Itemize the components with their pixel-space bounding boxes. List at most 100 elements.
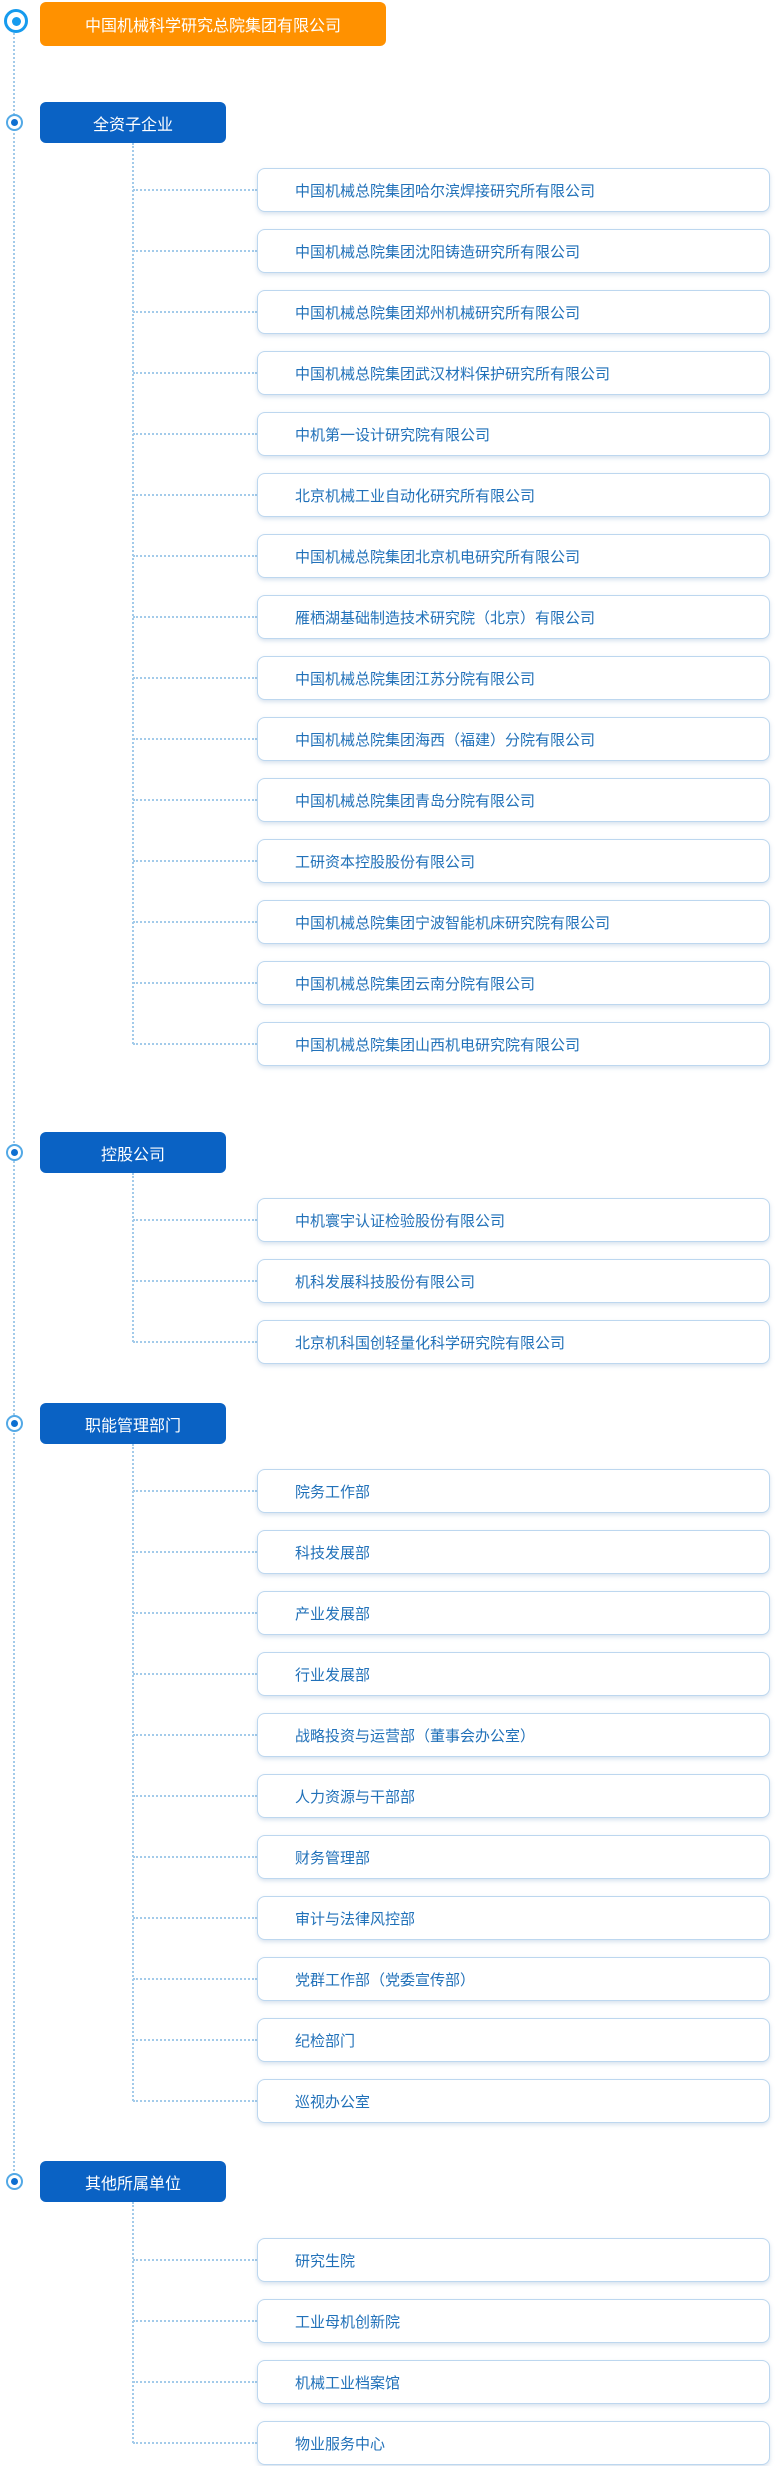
org-item[interactable]: 工研资本控股股份有限公司 [257,839,770,883]
section-items: 中国机械总院集团哈尔滨焊接研究所有限公司 中国机械总院集团沈阳铸造研究所有限公司… [133,168,770,1083]
item-row: 中国机械总院集团郑州机械研究所有限公司 [133,290,770,334]
item-row: 产业发展部 [133,1591,770,1635]
org-item[interactable]: 雁栖湖基础制造技术研究院（北京）有限公司 [257,595,770,639]
connector-line [133,433,257,435]
item-row: 研究生院 [133,2238,770,2282]
radio-node-icon[interactable] [6,114,23,131]
section-items: 中机寰宇认证检验股份有限公司 机科发展科技股份有限公司 北京机科国创轻量化科学研… [133,1198,770,1381]
connector-line [133,1673,257,1675]
radio-dot-icon [11,1149,18,1156]
connector-line [133,2259,257,2261]
connector-line [133,2100,257,2102]
org-item[interactable]: 中国机械总院集团郑州机械研究所有限公司 [257,290,770,334]
org-item[interactable]: 巡视办公室 [257,2079,770,2123]
section-header-holding[interactable]: 控股公司 [40,1132,226,1173]
org-item[interactable]: 中国机械总院集团青岛分院有限公司 [257,778,770,822]
item-row: 党群工作部（党委宣传部） [133,1957,770,2001]
org-item[interactable]: 物业服务中心 [257,2421,770,2465]
connector-line [133,1043,257,1045]
connector-line [133,372,257,374]
org-item[interactable]: 中国机械总院集团海西（福建）分院有限公司 [257,717,770,761]
radio-node-icon[interactable] [6,1415,23,1432]
section-items: 院务工作部 科技发展部 产业发展部 行业发展部 战略投资与运营部（董事会办公室）… [133,1469,770,2140]
org-item[interactable]: 党群工作部（党委宣传部） [257,1957,770,2001]
connector-line [133,799,257,801]
item-row: 院务工作部 [133,1469,770,1513]
org-item[interactable]: 北京机科国创轻量化科学研究院有限公司 [257,1320,770,1364]
org-item[interactable]: 中国机械总院集团武汉材料保护研究所有限公司 [257,351,770,395]
branch-line [132,1444,134,2101]
org-item[interactable]: 院务工作部 [257,1469,770,1513]
connector-line [133,1978,257,1980]
connector-line [133,250,257,252]
connector-line [133,555,257,557]
org-item[interactable]: 产业发展部 [257,1591,770,1635]
item-row: 人力资源与干部部 [133,1774,770,1818]
org-item[interactable]: 中国机械总院集团山西机电研究院有限公司 [257,1022,770,1066]
connector-line [133,1551,257,1553]
section-header-departments[interactable]: 职能管理部门 [40,1403,226,1444]
connector-line [133,1219,257,1221]
section-header-wholly-owned[interactable]: 全资子企业 [40,102,226,143]
branch-line [132,1173,134,1342]
radio-node-icon[interactable] [6,2173,23,2190]
connector-line [133,311,257,313]
item-row: 纪检部门 [133,2018,770,2062]
org-item[interactable]: 审计与法律风控部 [257,1896,770,1940]
connector-line [133,860,257,862]
branch-line [132,2202,134,2443]
org-item[interactable]: 人力资源与干部部 [257,1774,770,1818]
connector-line [133,1490,257,1492]
connector-line [133,2039,257,2041]
item-row: 中国机械总院集团北京机电研究所有限公司 [133,534,770,578]
org-item[interactable]: 工业母机创新院 [257,2299,770,2343]
item-row: 工业母机创新院 [133,2299,770,2343]
org-item[interactable]: 中机寰宇认证检验股份有限公司 [257,1198,770,1242]
org-item[interactable]: 中机第一设计研究院有限公司 [257,412,770,456]
item-row: 战略投资与运营部（董事会办公室） [133,1713,770,1757]
item-row: 审计与法律风控部 [133,1896,770,1940]
item-row: 中机寰宇认证检验股份有限公司 [133,1198,770,1242]
connector-line [133,1341,257,1343]
org-item[interactable]: 行业发展部 [257,1652,770,1696]
item-row: 中国机械总院集团海西（福建）分院有限公司 [133,717,770,761]
org-item[interactable]: 科技发展部 [257,1530,770,1574]
connector-line [133,2381,257,2383]
connector-line [133,982,257,984]
radio-node-icon[interactable] [4,9,28,33]
connector-line [133,1280,257,1282]
section-items: 研究生院 工业母机创新院 机械工业档案馆 物业服务中心 [133,2238,770,2466]
connector-line [133,677,257,679]
radio-dot-icon [11,2178,18,2185]
item-row: 中国机械总院集团沈阳铸造研究所有限公司 [133,229,770,273]
connector-line [133,2320,257,2322]
radio-dot-icon [11,16,21,26]
org-item[interactable]: 研究生院 [257,2238,770,2282]
connector-line [133,1795,257,1797]
radio-node-icon[interactable] [6,1144,23,1161]
connector-line [133,616,257,618]
org-item[interactable]: 北京机械工业自动化研究所有限公司 [257,473,770,517]
org-item[interactable]: 中国机械总院集团哈尔滨焊接研究所有限公司 [257,168,770,212]
org-item[interactable]: 机科发展科技股份有限公司 [257,1259,770,1303]
connector-line [133,189,257,191]
org-item[interactable]: 中国机械总院集团云南分院有限公司 [257,961,770,1005]
item-row: 物业服务中心 [133,2421,770,2465]
item-row: 中国机械总院集团青岛分院有限公司 [133,778,770,822]
root-org-node[interactable]: 中国机械科学研究总院集团有限公司 [40,2,386,46]
org-item[interactable]: 中国机械总院集团北京机电研究所有限公司 [257,534,770,578]
org-item[interactable]: 财务管理部 [257,1835,770,1879]
connector-line [133,494,257,496]
radio-dot-icon [11,1420,18,1427]
org-item[interactable]: 纪检部门 [257,2018,770,2062]
connector-line [133,1917,257,1919]
item-row: 工研资本控股股份有限公司 [133,839,770,883]
org-item[interactable]: 中国机械总院集团沈阳铸造研究所有限公司 [257,229,770,273]
connector-line [133,738,257,740]
org-item[interactable]: 战略投资与运营部（董事会办公室） [257,1713,770,1757]
org-item[interactable]: 中国机械总院集团宁波智能机床研究院有限公司 [257,900,770,944]
org-item[interactable]: 机械工业档案馆 [257,2360,770,2404]
org-item[interactable]: 中国机械总院集团江苏分院有限公司 [257,656,770,700]
section-header-other-units[interactable]: 其他所属单位 [40,2161,226,2202]
